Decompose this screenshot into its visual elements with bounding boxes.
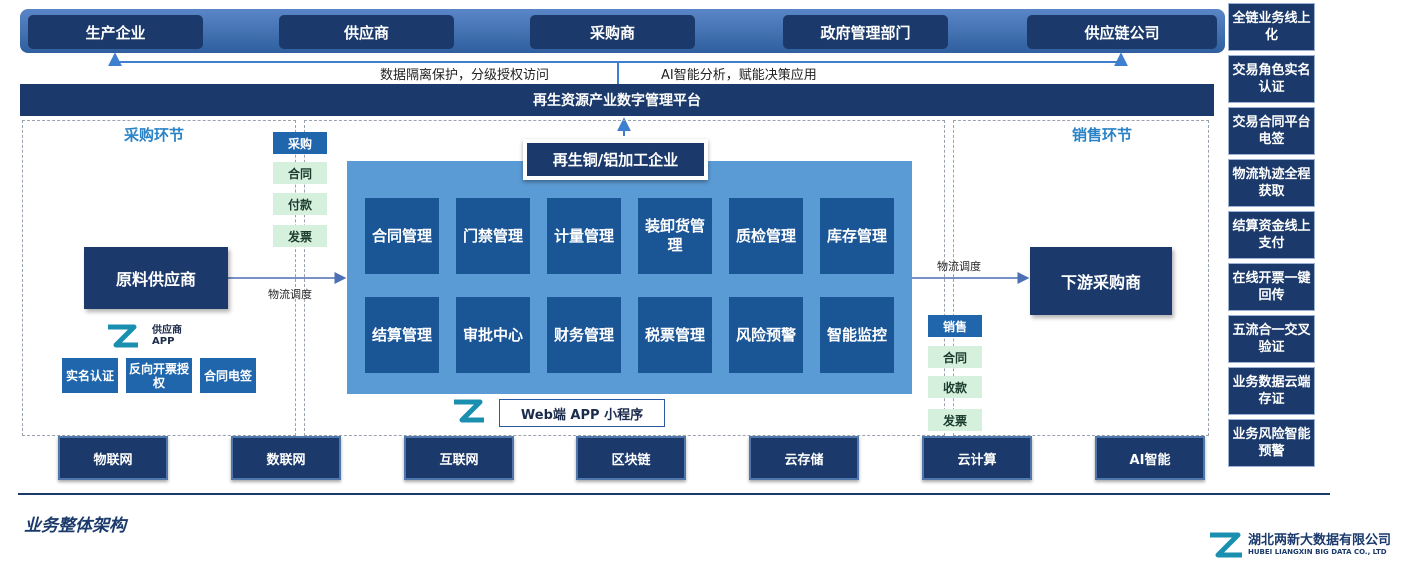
feature-1[interactable]: 全链业务线上化 bbox=[1228, 3, 1315, 51]
infra-internet[interactable]: 互联网 bbox=[404, 436, 514, 480]
feature-5[interactable]: 结算资金线上支付 bbox=[1228, 211, 1315, 259]
platform-title: 再生资源产业数字管理平台 bbox=[20, 84, 1214, 116]
app-sub: APP bbox=[152, 336, 175, 347]
purchase-step-3[interactable]: 付款 bbox=[273, 193, 327, 215]
module-risk[interactable]: 风险预警 bbox=[729, 297, 803, 373]
infra-blockchain[interactable]: 区块链 bbox=[576, 436, 686, 480]
feature-9[interactable]: 业务风险智能预警 bbox=[1228, 419, 1315, 467]
feature-4[interactable]: 物流轨迹全程获取 bbox=[1228, 159, 1315, 207]
action-real-name[interactable]: 实名认证 bbox=[62, 358, 118, 393]
sales-section bbox=[953, 120, 1209, 436]
left-note: 数据隔离保护，分级授权访问 bbox=[380, 68, 550, 83]
footer-caption: 业务整体架构 bbox=[24, 516, 126, 536]
enterprise-panel bbox=[347, 161, 912, 394]
feature-7[interactable]: 五流合一交叉验证 bbox=[1228, 315, 1315, 363]
module-contract[interactable]: 合同管理 bbox=[365, 198, 439, 274]
infra-cloud-compute[interactable]: 云计算 bbox=[922, 436, 1032, 480]
downstream-buyer-box[interactable]: 下游采购商 bbox=[1030, 247, 1172, 315]
purchase-section bbox=[22, 120, 296, 436]
purchase-step-1[interactable]: 采购 bbox=[273, 132, 327, 154]
action-reverse-invoice[interactable]: 反向开票授权 bbox=[126, 358, 192, 393]
stakeholder-supplier[interactable]: 供应商 bbox=[279, 15, 454, 49]
sales-step-2[interactable]: 合同 bbox=[928, 346, 982, 368]
module-approval[interactable]: 审批中心 bbox=[456, 297, 530, 373]
company-name-en: HUBEI LIANGXIN BIG DATA CO., LTD bbox=[1248, 548, 1387, 556]
module-monitor[interactable]: 智能监控 bbox=[820, 297, 894, 373]
stakeholder-manufacturer[interactable]: 生产企业 bbox=[28, 15, 203, 49]
stakeholder-supply-chain[interactable]: 供应链公司 bbox=[1027, 15, 1217, 49]
app-label: 供应商 APP bbox=[152, 325, 182, 347]
sales-step-3[interactable]: 收款 bbox=[928, 376, 982, 398]
app-name: 供应商 bbox=[152, 325, 182, 336]
app-logo-icon bbox=[108, 324, 138, 348]
purchase-step-4[interactable]: 发票 bbox=[273, 225, 327, 247]
sales-flow-label: 物流调度 bbox=[937, 260, 981, 273]
feature-6[interactable]: 在线开票一键回传 bbox=[1228, 263, 1315, 311]
purchase-step-2[interactable]: 合同 bbox=[273, 162, 327, 184]
right-note: AI智能分析，赋能决策应用 bbox=[661, 68, 817, 83]
feature-2[interactable]: 交易角色实名认证 bbox=[1228, 55, 1315, 103]
module-metering[interactable]: 计量管理 bbox=[547, 198, 621, 274]
module-finance[interactable]: 财务管理 bbox=[547, 297, 621, 373]
infra-ai[interactable]: AI智能 bbox=[1095, 436, 1205, 480]
sales-title: 销售环节 bbox=[1072, 126, 1133, 144]
module-tax[interactable]: 税票管理 bbox=[638, 297, 712, 373]
module-loading[interactable]: 装卸货管理 bbox=[638, 198, 712, 274]
infra-data-network[interactable]: 数联网 bbox=[231, 436, 341, 480]
center-section bbox=[304, 120, 945, 436]
feature-8[interactable]: 业务数据云端存证 bbox=[1228, 367, 1315, 415]
action-e-sign[interactable]: 合同电签 bbox=[200, 358, 256, 393]
company-logo-icon bbox=[1210, 532, 1242, 558]
module-quality[interactable]: 质检管理 bbox=[729, 198, 803, 274]
channel-box[interactable]: Web端 APP 小程序 bbox=[499, 399, 665, 427]
raw-supplier-box[interactable]: 原料供应商 bbox=[84, 247, 228, 309]
module-settlement[interactable]: 结算管理 bbox=[365, 297, 439, 373]
brand-logo-icon bbox=[454, 399, 484, 423]
purchase-title: 采购环节 bbox=[124, 126, 185, 144]
stakeholder-government[interactable]: 政府管理部门 bbox=[783, 15, 948, 49]
footer-divider bbox=[18, 493, 1330, 495]
module-inventory[interactable]: 库存管理 bbox=[820, 198, 894, 274]
infra-cloud-storage[interactable]: 云存储 bbox=[749, 436, 859, 480]
feature-3[interactable]: 交易合同平台电签 bbox=[1228, 107, 1315, 155]
enterprise-title: 再生铜/铝加工企业 bbox=[527, 143, 704, 176]
purchase-flow-label: 物流调度 bbox=[268, 288, 312, 301]
module-access[interactable]: 门禁管理 bbox=[456, 198, 530, 274]
stakeholder-purchaser[interactable]: 采购商 bbox=[530, 15, 695, 49]
infra-iot[interactable]: 物联网 bbox=[58, 436, 168, 480]
company-name-cn: 湖北两新大数据有限公司 bbox=[1248, 533, 1392, 548]
sales-step-4[interactable]: 发票 bbox=[928, 409, 982, 431]
sales-step-1[interactable]: 销售 bbox=[928, 315, 982, 337]
